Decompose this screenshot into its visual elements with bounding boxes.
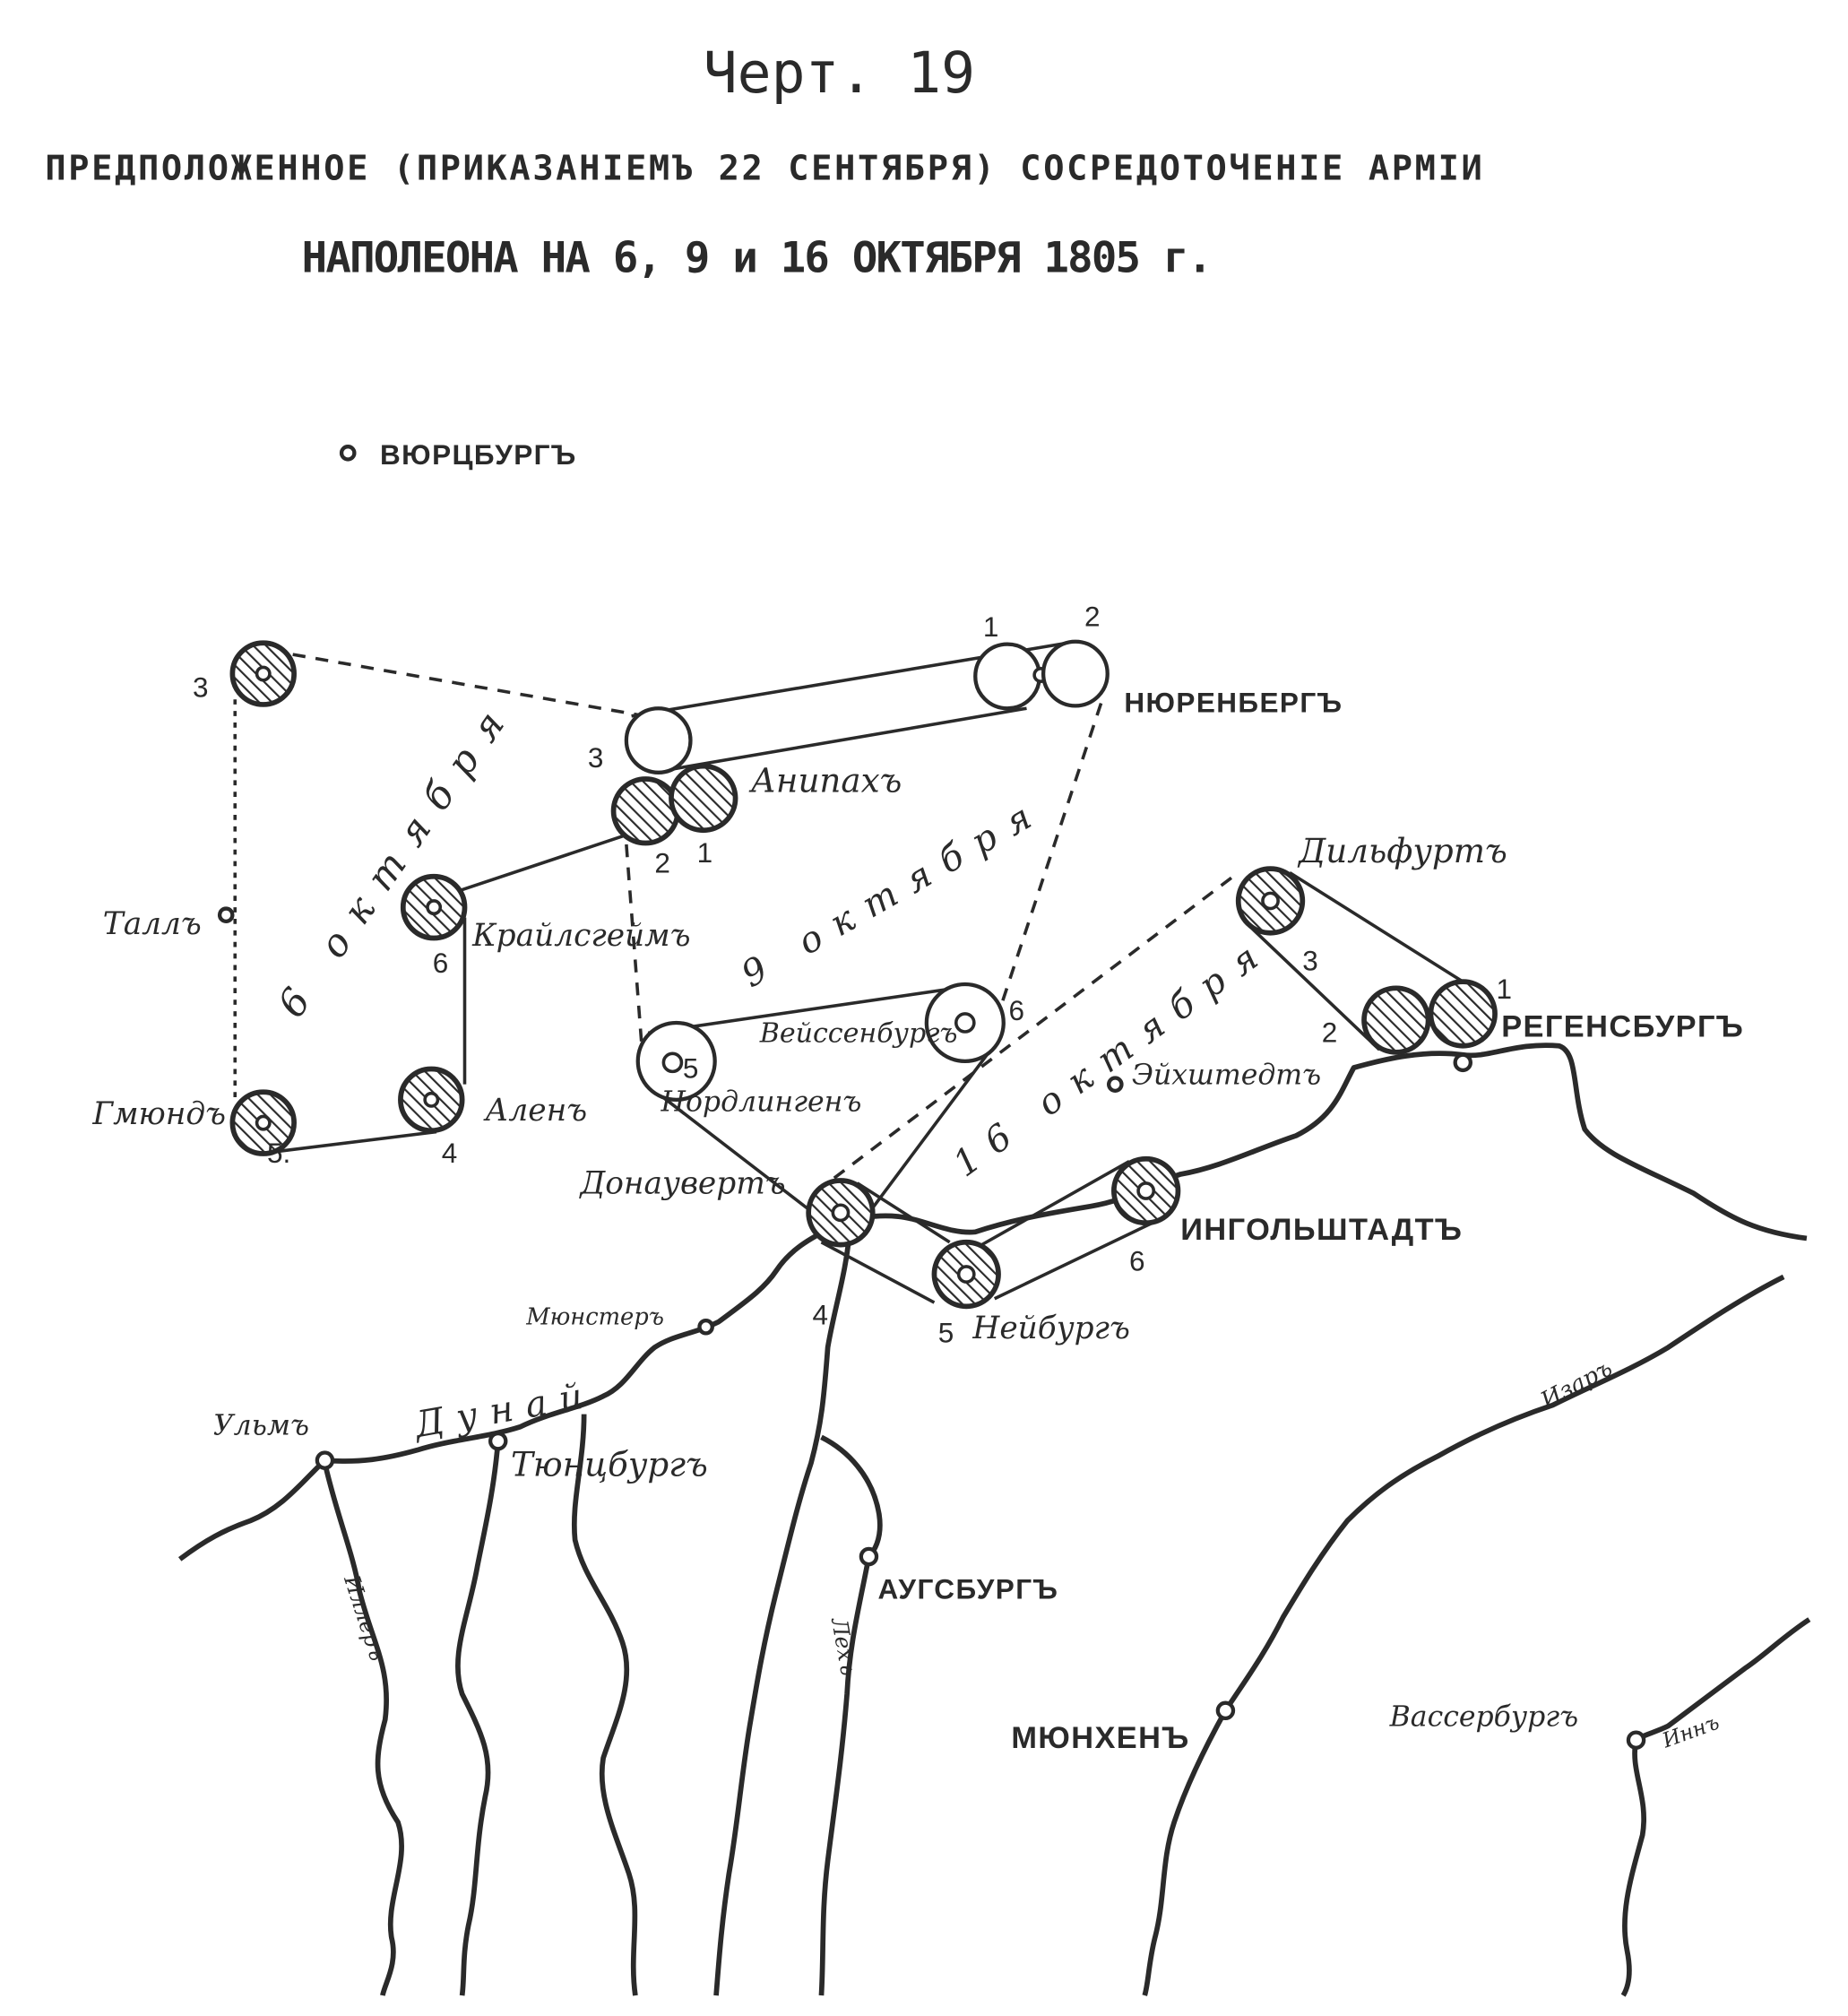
- place-labels: ВЮРЦБУРГЪ НЮРЕНБЕРГЪ Анипахъ Таллъ Крайл…: [91, 438, 1744, 1755]
- label-dillfurt: Дильфуртъ: [1297, 831, 1507, 870]
- label-aalen: Аленъ: [482, 1093, 587, 1129]
- label-nurnberg: НЮРЕНБЕРГЪ: [1124, 687, 1343, 719]
- inn-label: Иннъ: [1659, 1711, 1723, 1753]
- label-gunzburg: Тюнцбургъ: [511, 1444, 708, 1484]
- town-marker: [1626, 1730, 1646, 1750]
- label-nordlingen: Нордлингенъ: [661, 1086, 862, 1119]
- label-gmund: Гмюндъ: [91, 1096, 226, 1132]
- corps-marker: [1428, 979, 1498, 1049]
- corps-number: 1: [697, 836, 713, 869]
- corps-number: 3: [1302, 944, 1318, 976]
- corps-marker: [669, 763, 738, 834]
- corps-marker: [1041, 639, 1110, 708]
- corps-number: 2: [654, 846, 670, 878]
- towns: [217, 445, 1646, 1750]
- label-munchen: МЮНХЕНЪ: [1011, 1721, 1189, 1755]
- label-ulm: Ульмъ: [213, 1409, 309, 1441]
- title-line-1: ПРЕДПОЛОЖЕННОЕ (ПРИКАЗАНІЕМЪ 22 СЕНТЯБРЯ…: [45, 148, 1481, 188]
- town-marker: [1106, 1076, 1124, 1093]
- mindel-river: [572, 1414, 638, 1996]
- corps-number: 6: [1129, 1244, 1145, 1276]
- corps-number: 3: [193, 671, 209, 703]
- chart-number: Черт. 19: [704, 40, 975, 106]
- inn-river: [1620, 1617, 1811, 1997]
- corps-marker: [973, 642, 1041, 711]
- corps-number: 4: [442, 1137, 458, 1169]
- corps-marker: [1361, 985, 1431, 1055]
- corps-number: 6: [1008, 994, 1024, 1026]
- iller-label: Иллеръ: [339, 1571, 391, 1664]
- corps-marker: [610, 776, 681, 846]
- isar-label: Изаръ: [1536, 1354, 1617, 1415]
- label-wasserburg: Вассербургъ: [1389, 1700, 1579, 1733]
- iller-river: [322, 1462, 404, 1996]
- corps-number: 1: [983, 610, 999, 643]
- title-line-2: НАПОЛЕОНА НА 6, 9 и 16 ОКТЯБРЯ 1805 г.: [302, 233, 1213, 282]
- corps-number: 5: [683, 1052, 699, 1085]
- town-marker: [339, 445, 357, 462]
- label-ingolstadt: ИНГОЛЬШТАДТЪ: [1180, 1213, 1463, 1247]
- wertach-river: [818, 1434, 883, 1996]
- corps-number: 3: [588, 741, 604, 774]
- period-label-oct-6: 6 октября: [269, 688, 523, 1025]
- isar-river: [1142, 1274, 1785, 1996]
- corps-number: 5: [938, 1316, 954, 1348]
- corps-number: 2: [1084, 601, 1101, 633]
- rivers: [177, 1043, 1811, 1997]
- town-marker: [697, 1318, 714, 1336]
- danube-river: [177, 1043, 1808, 1562]
- group-oct-16: 4 5 6 3 2 1 16 октября: [806, 866, 1512, 1348]
- label-neuburg: Нейбургъ: [971, 1311, 1130, 1346]
- label-crailsheim: Крайлсгеймъ: [471, 918, 690, 954]
- corps-number: 1: [1496, 973, 1512, 1005]
- group-oct-6: 3 6 4 5. 6 октября: [193, 640, 649, 1169]
- label-donauwerth: Донаувертъ: [578, 1165, 785, 1201]
- corps-number: 2: [1322, 1016, 1338, 1048]
- label-ansbach: Анипахъ: [748, 760, 902, 800]
- period-label-oct-9: 9 октября: [735, 789, 1052, 996]
- gunz-river: [454, 1441, 501, 1996]
- label-wurzburg: ВЮРЦБУРГЪ: [380, 438, 577, 471]
- label-eichstedt: Эйхштедтъ: [1132, 1060, 1321, 1092]
- label-augsburg: АУГСБУРГЪ: [877, 1573, 1058, 1605]
- town-marker: [859, 1546, 879, 1567]
- label-hall: Таллъ: [103, 906, 202, 942]
- corps-number: 4: [812, 1298, 828, 1330]
- town-marker: [1453, 1052, 1472, 1073]
- corps-number: 5.: [267, 1137, 290, 1169]
- town-marker: [315, 1450, 335, 1470]
- town-marker: [1215, 1700, 1236, 1721]
- corps-marker: [624, 706, 693, 774]
- label-munster: Мюнстеръ: [525, 1303, 664, 1330]
- town-marker: [217, 906, 235, 924]
- label-regensburg: РЕГЕНСБУРГЪ: [1501, 1010, 1744, 1044]
- lech-river: [713, 1229, 852, 1996]
- town-marker: [488, 1431, 508, 1451]
- label-weissenburg: Вейссенбургъ: [759, 1017, 958, 1049]
- corps-number: 6: [433, 947, 449, 979]
